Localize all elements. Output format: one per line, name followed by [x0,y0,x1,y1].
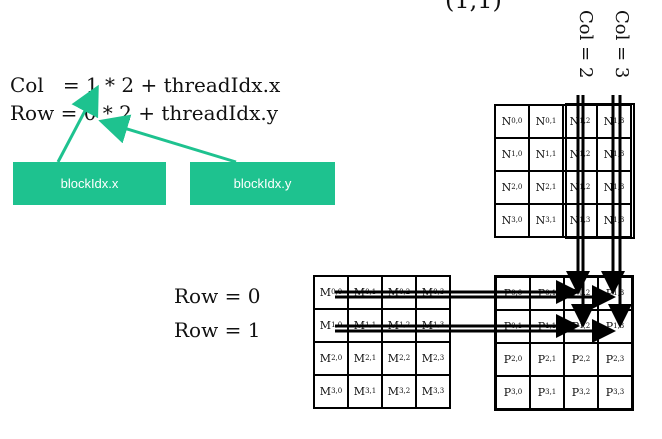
blockidx-x-pointer [56,84,99,163]
row-label-0: Row = 0 [174,284,261,308]
blockidx-y-tag: blockIdx.y [190,162,335,205]
col-formula: Col = 1 * 2 + threadIdx.x [10,73,281,97]
n-highlight-box [565,103,635,239]
blockidx-y-pointer [98,114,237,164]
row-label-1: Row = 1 [174,318,261,342]
matrix-n: N0,0N0,1N1,2N1,3N1,0N1,1N1,2N1,3N2,0N2,1… [494,104,632,238]
blockidx-x-tag: blockIdx.x [13,162,166,205]
title-fragment: (1,1) [445,0,502,14]
